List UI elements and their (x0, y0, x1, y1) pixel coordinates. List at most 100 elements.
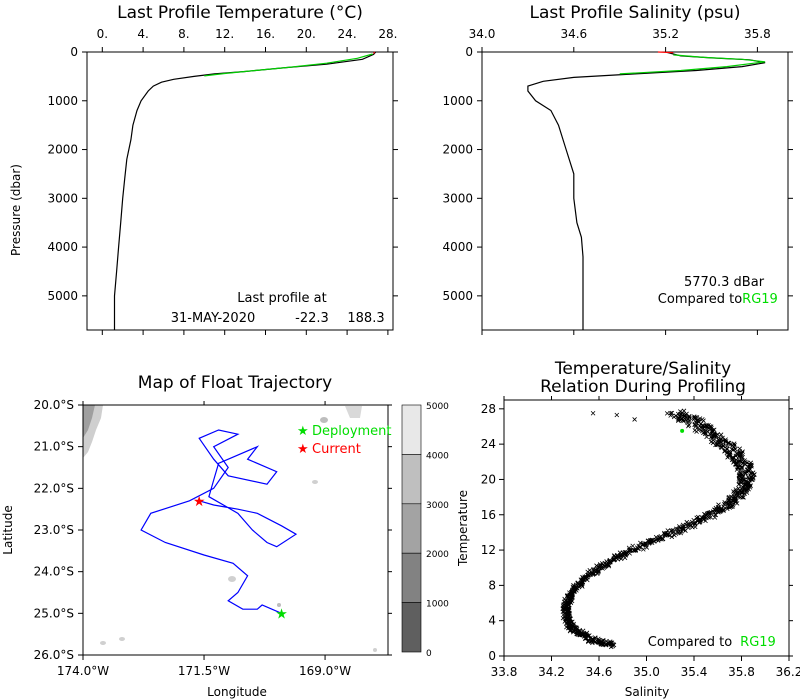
colorbar-swatch (401, 503, 422, 554)
ts-climatology-name: RG19 (740, 635, 776, 650)
y-tick-label: 3000 (47, 191, 78, 205)
legend-current-star: ★ (297, 442, 309, 457)
salinity-tick-label: 34.6 (586, 665, 613, 679)
salinity-tick-label: 35.4 (681, 665, 708, 679)
ts-outlier-marks (590, 410, 637, 646)
y-tick-label: 4000 (442, 240, 473, 254)
bathymetry-patch-ne (345, 406, 362, 418)
lat-tick-label: 24.0°S (34, 565, 74, 579)
ts-temperature-label: Temperature (456, 490, 470, 567)
colorbar-swatch (401, 454, 422, 505)
bathymetry-patch-seamount-g (277, 603, 281, 607)
last-profile-label: Last profile at (237, 291, 326, 306)
temp-tick-label: 20 (481, 472, 496, 486)
latitude-axis-label: Latitude (1, 505, 15, 554)
pressure-axis-label: Pressure (dbar) (9, 164, 23, 256)
profile-line (619, 54, 766, 75)
temp-tick-label: 4 (488, 614, 496, 628)
temperature-x-axis: 0.4.8.12.16.20.24.28. (97, 27, 397, 335)
x-tick-label: 24. (338, 27, 357, 41)
salinity-tick-label: 35.8 (728, 665, 755, 679)
y-tick-label: 0 (465, 45, 473, 59)
lon-tick-label: 171.5°W (178, 664, 230, 678)
map-title: Map of Float Trajectory (138, 373, 332, 393)
y-tick-label: 3000 (442, 191, 473, 205)
bathymetry-patch-seamount-c (228, 576, 236, 582)
lat-tick-label: 23.0°S (34, 523, 74, 537)
map-background (83, 405, 388, 655)
lat-tick-label: 26.0°S (34, 648, 74, 662)
temp-tick-label: 28 (481, 402, 496, 416)
lat-tick-label: 22.0°S (34, 481, 74, 495)
ts-plot-frame (503, 399, 790, 657)
temperature-plot-frame (86, 51, 394, 331)
y-tick-label: 5000 (47, 289, 78, 303)
trajectory-markers: ★★ (193, 494, 288, 622)
legend-current-label: Current (312, 442, 361, 457)
y-tick-label: 4000 (47, 240, 78, 254)
ts-compared-to-label: Compared to (648, 635, 732, 650)
colorbar-tick-label: 0 (426, 649, 432, 659)
lat-tick-label: 20.0°S (34, 398, 74, 412)
legend-deployment-label: Deployment (312, 424, 392, 439)
salinity-series (527, 51, 766, 330)
colorbar-tick-label: 2000 (426, 550, 449, 560)
bathymetry-patch-seamount-e (119, 637, 125, 641)
salinity-tick-label: 35.0 (633, 665, 660, 679)
x-tick-label: 34.0 (469, 27, 496, 41)
longitude-axis-label: Longitude (207, 685, 267, 699)
bathymetry-patch-seamount-d (100, 641, 106, 645)
x-tick-label: 34.6 (560, 27, 587, 41)
x-tick-label: 12. (215, 27, 234, 41)
lat-tick-label: 21.0°S (34, 440, 74, 454)
ts-title-line-1: Temperature/Salinity (554, 359, 731, 379)
bathymetry-patch-seamount-f (373, 648, 377, 652)
y-tick-label: 5000 (442, 289, 473, 303)
salinity-tick-label: 34.2 (538, 665, 565, 679)
profile-line (113, 51, 377, 330)
colorbar-tick-label: 1000 (426, 600, 449, 610)
bathymetry-shading (83, 405, 377, 652)
colorbar-swatch (401, 404, 422, 455)
temperature-series (113, 51, 377, 330)
bathymetry-patch-seamount-b (312, 480, 318, 484)
salinity-tick-label: 36.2 (776, 665, 800, 679)
temp-tick-label: 16 (481, 508, 496, 522)
salinity-tick-label: 33.8 (491, 665, 518, 679)
float-track (140, 429, 298, 614)
temperature-profile-panel: Last Profile Temperature (°C) 0.4.8.12.1… (9, 3, 398, 335)
temp-tick-label: 0 (488, 649, 496, 663)
x-tick-label: 16. (256, 27, 275, 41)
salinity-axis: 33.8 34.2 34.6 35.0 35.4 35.8 36.2 (491, 396, 800, 679)
temp-tick-label: 12 (481, 543, 496, 557)
max-pressure-label: 5770.3 dBar (684, 275, 765, 290)
bathymetry-patch-seamount-a (320, 417, 328, 423)
trajectory-marker-star: ★ (193, 494, 206, 510)
salinity-plot-frame (481, 51, 789, 331)
salinity-profile-title: Last Profile Salinity (psu) (529, 3, 740, 23)
ts-point-marks (560, 408, 757, 650)
profile-line (657, 51, 674, 54)
lat-tick-label: 25.0°S (34, 606, 74, 620)
colorbar-swatch (401, 602, 422, 653)
x-tick-label: 8. (178, 27, 189, 41)
ts-title-line-2: Relation During Profiling (540, 377, 746, 397)
lon-tick-label: 174.0°W (57, 664, 109, 678)
y-tick-label: 2000 (442, 143, 473, 157)
x-tick-label: 0. (97, 27, 108, 41)
colorbar-tick-label: 3000 (426, 501, 449, 511)
y-tick-label: 1000 (47, 94, 78, 108)
last-profile-date: 31-MAY-2020 (171, 311, 256, 326)
legend-deployment-star: ★ (297, 424, 309, 439)
temperature-profile-title: Last Profile Temperature (°C) (117, 3, 363, 23)
trajectory-line (140, 429, 298, 614)
last-profile-longitude: 188.3 (347, 311, 384, 326)
temp-tick-label: 24 (481, 437, 496, 451)
x-tick-label: 35.8 (744, 27, 771, 41)
